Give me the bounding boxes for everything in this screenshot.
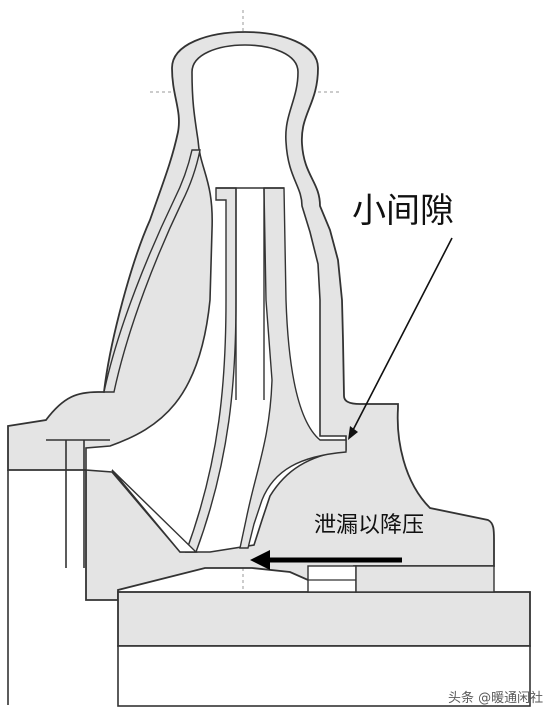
left-volute-wall <box>103 149 201 393</box>
impeller-shroud <box>239 187 347 549</box>
small-gap-label: 小间隙 <box>352 191 454 231</box>
leak-depressurize-label: 泄漏以降压 <box>314 513 424 538</box>
base-plate <box>117 591 531 647</box>
leakage-arrowhead <box>250 550 270 570</box>
small-gap-arrowhead <box>348 426 358 440</box>
inlet-guide-vane <box>111 469 198 553</box>
watermark-text: 头条 @暖通闲社 <box>448 690 543 706</box>
seal-ring-block <box>307 565 357 593</box>
small-gap-leader-line <box>351 237 453 433</box>
impeller-eye-lines <box>216 187 284 400</box>
base-lower-frame <box>117 645 531 707</box>
inlet-pipe-walls <box>7 439 110 705</box>
right-collar-block <box>355 565 495 593</box>
